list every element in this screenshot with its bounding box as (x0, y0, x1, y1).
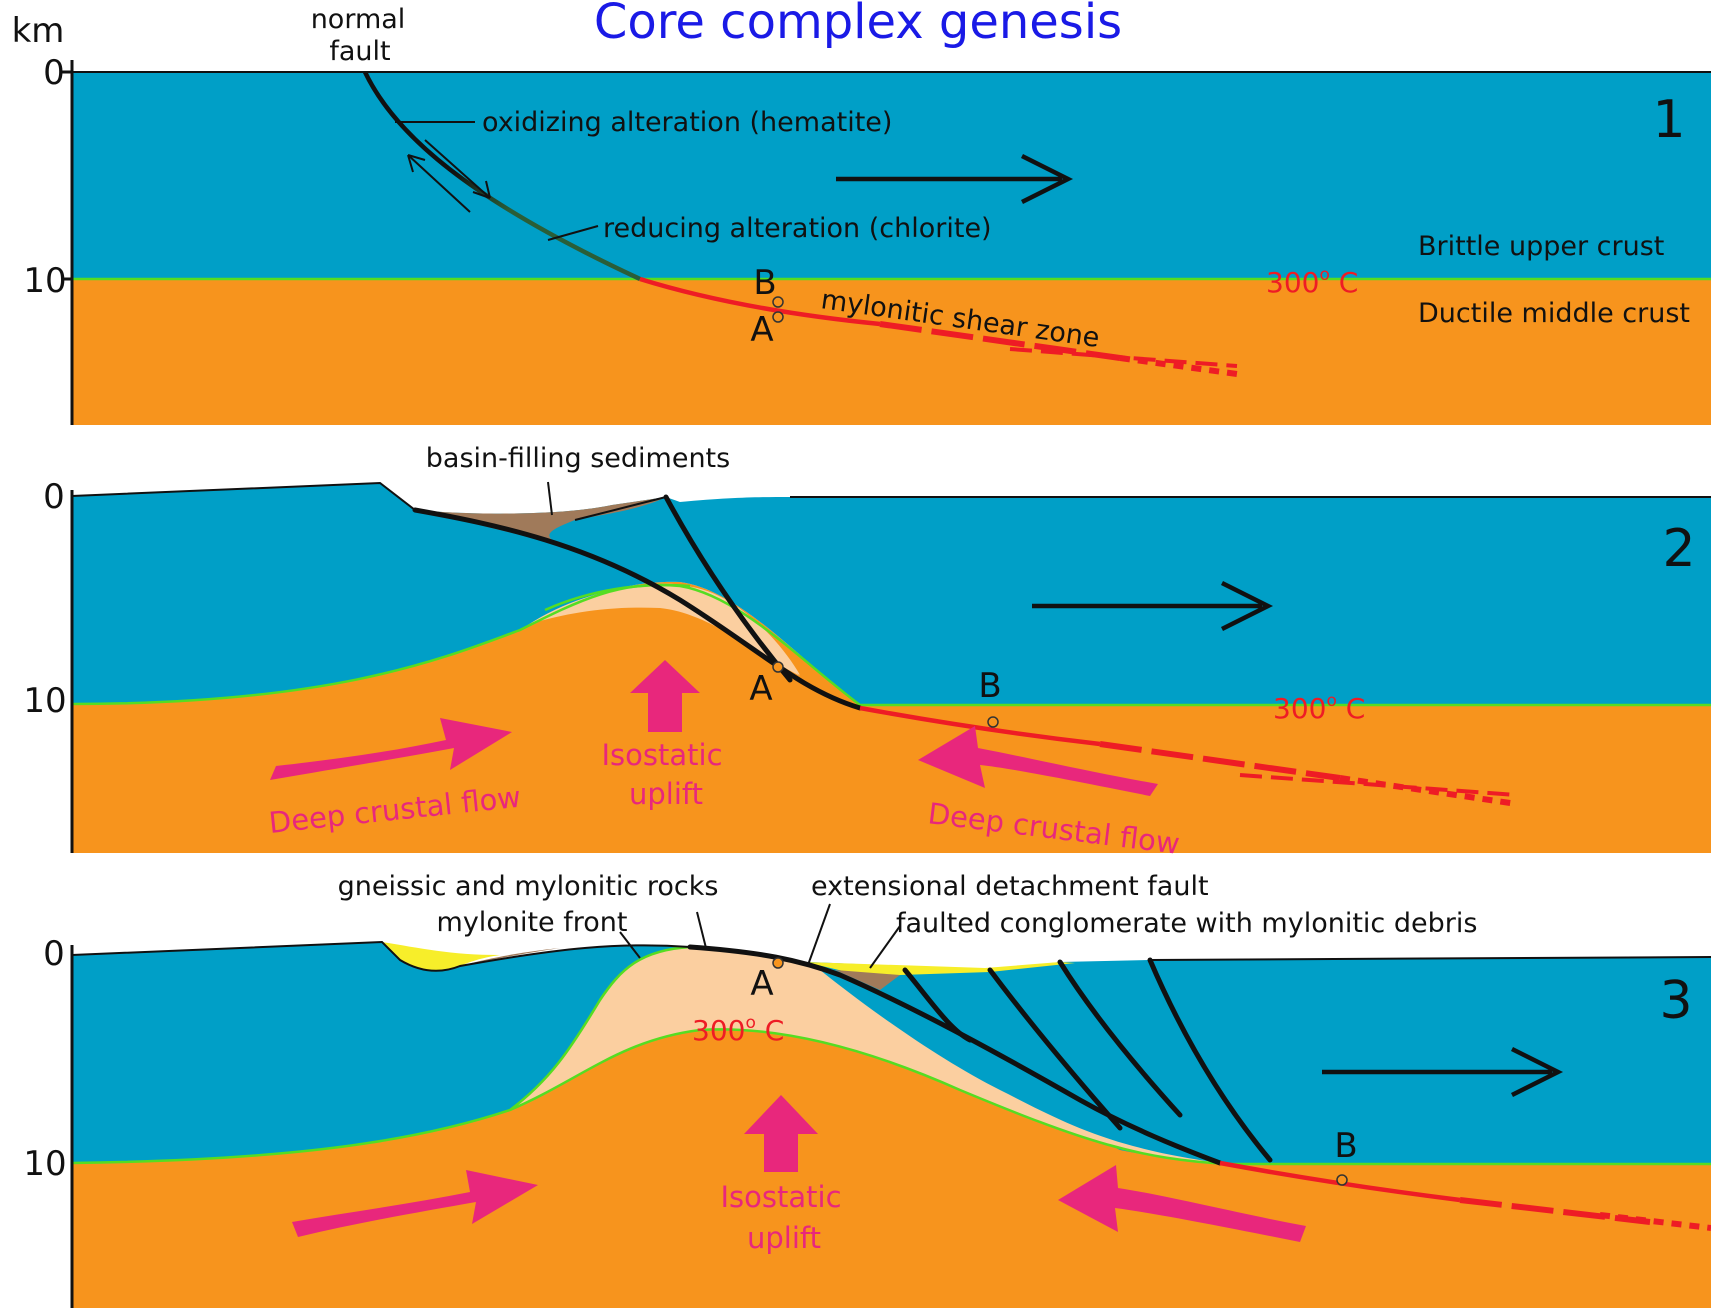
depth-label-0: 0 (43, 934, 65, 974)
point-b-label: B (1334, 1126, 1357, 1166)
isostatic-label-line1: Isostatic (720, 1180, 841, 1214)
isotherm-label: 300o C (692, 1013, 784, 1047)
isotherm-label: 300o C (1273, 691, 1365, 725)
panel-2: 0 10 basin-filling sediments 2 Isostatic… (23, 443, 1711, 861)
depth-label-10: 10 (23, 1144, 66, 1184)
conglomerate-label: faulted conglomerate with mylonitic debr… (896, 908, 1477, 939)
axis-unit-label: km (12, 11, 65, 51)
panel-1: 0 10 normal fault oxidizing alteration (… (23, 4, 1711, 425)
normal-fault-label-line1: normal (311, 4, 406, 35)
depth-label-0: 0 (43, 477, 65, 517)
ductile-crust-label: Ductile middle crust (1418, 298, 1690, 329)
panel-number-2: 2 (1662, 519, 1695, 579)
mylonite-front-label: mylonite front (437, 907, 628, 938)
isotherm-value: 300 (692, 1014, 745, 1047)
point-a-marker (773, 662, 783, 672)
panel-number-1: 1 (1652, 90, 1685, 150)
basin-label: basin-filling sediments (426, 443, 730, 474)
detachment-label: extensional detachment fault (811, 871, 1209, 902)
degree-symbol: o (1319, 265, 1329, 285)
isotherm-unit: C (756, 1014, 784, 1047)
gneissic-label: gneissic and mylonitic rocks (338, 871, 719, 902)
point-b-label: B (753, 263, 776, 303)
point-a-label: A (750, 310, 773, 350)
point-a-label: A (750, 964, 773, 1004)
degree-symbol: o (745, 1013, 755, 1033)
panel-number-3: 3 (1659, 971, 1692, 1031)
panel-3: 0 10 gneissic and mylonitic rocks myloni… (23, 871, 1711, 1308)
depth-label-10: 10 (23, 261, 66, 301)
oxidizing-label: oxidizing alteration (hematite) (482, 107, 892, 138)
gneissic-leader (697, 912, 706, 948)
point-a-marker (773, 312, 783, 322)
isotherm-unit: C (1330, 266, 1358, 299)
isostatic-label-line2: uplift (629, 777, 703, 811)
degree-symbol: o (1326, 691, 1336, 711)
detachment-leader (808, 904, 830, 965)
point-a-label: A (749, 669, 772, 709)
normal-fault-label-line2: fault (329, 36, 390, 67)
isostatic-label-line1: Isostatic (601, 738, 722, 772)
point-b-label: B (978, 666, 1001, 706)
point-b-marker (773, 297, 783, 307)
point-b-marker (1337, 1175, 1347, 1185)
isostatic-label-line2: uplift (747, 1221, 821, 1255)
point-a-marker (773, 958, 783, 968)
isotherm-value: 300 (1266, 266, 1319, 299)
reducing-label: reducing alteration (chlorite) (603, 213, 992, 244)
brittle-crust-label: Brittle upper crust (1418, 231, 1664, 262)
isotherm-unit: C (1337, 692, 1365, 725)
point-b-marker (988, 717, 998, 727)
depth-label-10: 10 (23, 681, 66, 721)
isotherm-value: 300 (1273, 692, 1326, 725)
basin-leader (548, 482, 552, 515)
upper-crust-layer (72, 483, 1711, 705)
isotherm-label: 300o C (1266, 265, 1358, 299)
depth-label-0: 0 (43, 53, 65, 93)
diagram-title: Core complex genesis (594, 0, 1122, 50)
